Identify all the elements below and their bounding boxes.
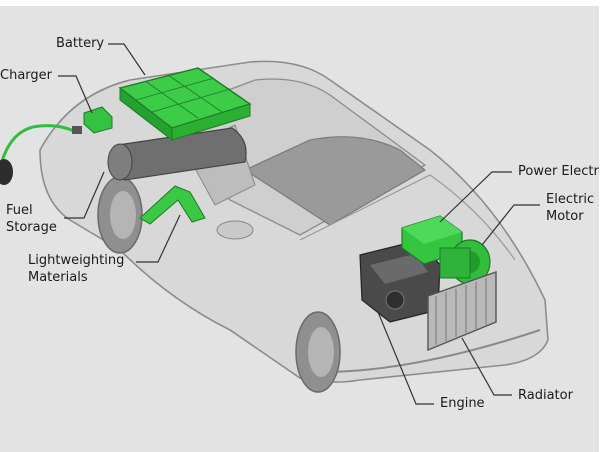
fuel-tank bbox=[107, 127, 247, 181]
label-charger: Charger bbox=[0, 68, 52, 83]
leader-fuel-storage bbox=[64, 171, 105, 219]
frame-top-edge bbox=[0, 0, 603, 6]
leader-charger bbox=[58, 75, 93, 114]
radiator-unit bbox=[427, 271, 497, 352]
leader-power-electronics bbox=[439, 171, 512, 223]
label-lightweighting-line1: Lightweighting bbox=[28, 253, 125, 268]
label-electric-motor-line1: Electric bbox=[546, 192, 595, 207]
label-radiator: Radiator bbox=[518, 388, 573, 403]
lightweighting-part bbox=[139, 185, 206, 225]
label-power-electronics: Power Electr bbox=[518, 164, 599, 179]
label-lightweighting-line2: Materials bbox=[28, 270, 88, 285]
label-battery: Battery bbox=[56, 36, 105, 51]
charging-cable bbox=[0, 124, 82, 185]
rear-wheel bbox=[97, 176, 143, 254]
label-fuel-storage-line2: Storage bbox=[6, 220, 57, 235]
leader-engine bbox=[377, 311, 434, 405]
leader-lightweighting bbox=[136, 214, 181, 263]
label-fuel-storage-line1: Fuel bbox=[6, 203, 33, 218]
frame-right-edge bbox=[599, 0, 603, 452]
leader-lines bbox=[58, 43, 540, 405]
leader-electric-motor bbox=[481, 204, 540, 246]
front-wheel bbox=[295, 311, 341, 393]
label-electric-motor-line2: Motor bbox=[546, 209, 584, 224]
charger-unit bbox=[83, 106, 113, 134]
electric-motor-unit bbox=[439, 239, 491, 285]
battery-pack bbox=[118, 67, 252, 142]
leader-radiator bbox=[461, 337, 512, 396]
leader-battery bbox=[108, 43, 146, 76]
label-engine: Engine bbox=[440, 396, 485, 411]
